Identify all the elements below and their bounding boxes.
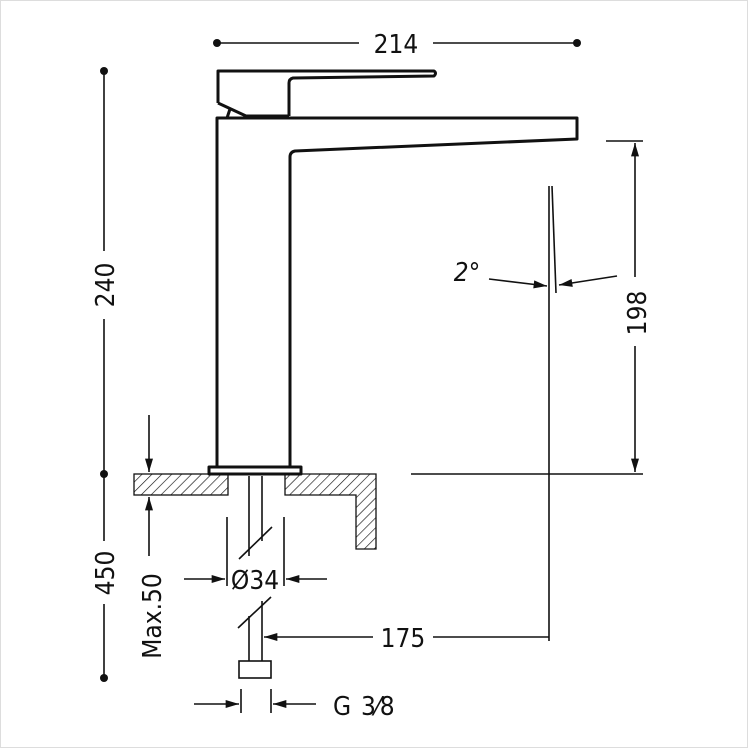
angle-label: 2°: [454, 258, 481, 288]
hole-diameter-dimension: Ø34: [184, 517, 327, 596]
height-240-label: 240: [91, 263, 121, 308]
supply-hose: [237, 476, 273, 679]
spout-height-label: 198: [623, 291, 653, 336]
connection-size: 3⁄8: [361, 692, 395, 722]
countertop-section: [133, 473, 377, 550]
connection-dimension: G 3⁄8: [194, 689, 395, 722]
hose-length-label: 175: [381, 624, 426, 654]
max-thickness-label: Max.50: [138, 573, 168, 659]
height-450-label: 450: [91, 551, 121, 596]
connection-prefix: G: [333, 692, 351, 722]
spout-height-dimension: 198: [411, 140, 653, 475]
hose-length-dimension: 175: [264, 186, 550, 654]
deck-thickness-dimension: Max.50: [138, 415, 168, 659]
faucet: [207, 69, 579, 476]
height-dimensions: 240 450: [91, 67, 121, 682]
width-label: 214: [374, 30, 419, 60]
spout-angle-dimension: 2°: [454, 185, 618, 294]
width-dimension: 214: [213, 30, 581, 60]
diameter-label: Ø34: [231, 566, 279, 596]
